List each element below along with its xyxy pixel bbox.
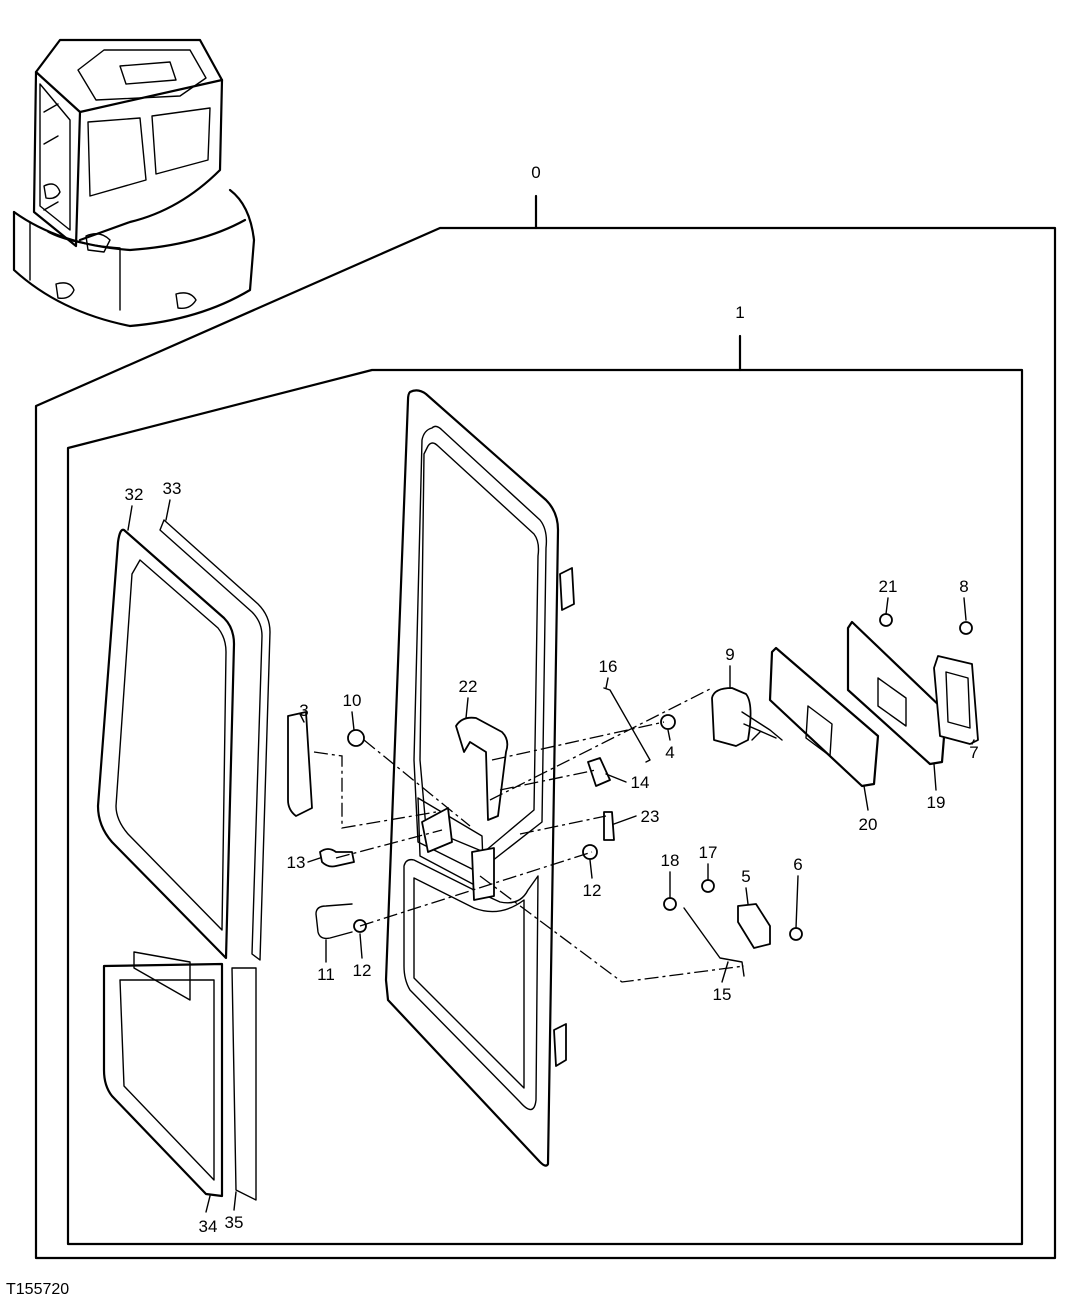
outer-handle-7 [933, 655, 979, 745]
figure-id: T155720 [6, 1281, 69, 1298]
clip-14 [587, 757, 611, 787]
screw-6 [789, 927, 803, 941]
screw-23 [603, 811, 615, 841]
callout-12-right: 12 [583, 881, 602, 900]
upper-seal-33 [159, 519, 271, 961]
screw-21 [879, 613, 893, 627]
callout-13: 13 [287, 853, 306, 872]
bushing-17 [701, 879, 715, 893]
upper-glass-pane-32 [96, 528, 236, 960]
assembly-1-frame [66, 368, 1024, 1246]
callout-14: 14 [631, 773, 650, 792]
bolt-10 [347, 729, 365, 747]
callout-10: 10 [343, 691, 362, 710]
nut-12-right [582, 844, 598, 860]
cover-plate-20 [768, 646, 880, 788]
u-rod-11 [315, 903, 353, 940]
callout-16: 16 [599, 657, 618, 676]
leader-lines [313, 687, 745, 983]
door-lock-9 [711, 687, 752, 747]
callout-3: 3 [299, 701, 308, 720]
rod-16 [603, 687, 651, 763]
callout-22: 22 [459, 677, 478, 696]
callout-6: 6 [793, 855, 802, 874]
callout-23: 23 [641, 807, 660, 826]
door-pull-handle-22 [455, 716, 509, 821]
bolt-18 [663, 897, 677, 911]
lower-glass-pane-34 [102, 951, 224, 1198]
callouts: 0 1 3 4 5 6 7 8 9 10 11 12 12 13 14 15 1… [125, 163, 979, 1236]
striker-5 [737, 903, 771, 949]
rod-15 [683, 907, 745, 977]
callout-21: 21 [879, 577, 898, 596]
callout-8: 8 [959, 577, 968, 596]
gasket-19 [846, 620, 948, 766]
assembly-0-frame [34, 226, 1057, 1260]
callout-12-left: 12 [353, 961, 372, 980]
callout-34: 34 [199, 1217, 218, 1236]
door-frame [384, 389, 575, 1167]
callout-11: 11 [317, 965, 335, 984]
inner-handle-3 [287, 711, 313, 817]
callout-7: 7 [969, 743, 978, 762]
callout-5: 5 [741, 867, 750, 886]
callout-leaders [127, 499, 975, 1213]
nut-4 [660, 714, 676, 730]
callout-17: 17 [699, 843, 718, 862]
callout-15: 15 [713, 985, 732, 1004]
callout-19: 19 [927, 793, 946, 812]
callout-9: 9 [725, 645, 734, 664]
callout-33: 33 [163, 479, 182, 498]
callout-32: 32 [125, 485, 144, 504]
callout-4: 4 [665, 743, 674, 762]
callout-0: 0 [531, 163, 540, 182]
callout-20: 20 [859, 815, 878, 834]
callout-1: 1 [735, 303, 744, 322]
cab-overview-illustration [12, 38, 256, 328]
lower-seal-35 [231, 967, 257, 1201]
callout-35: 35 [225, 1213, 244, 1232]
screw-8 [959, 621, 973, 635]
callout-18: 18 [661, 851, 680, 870]
